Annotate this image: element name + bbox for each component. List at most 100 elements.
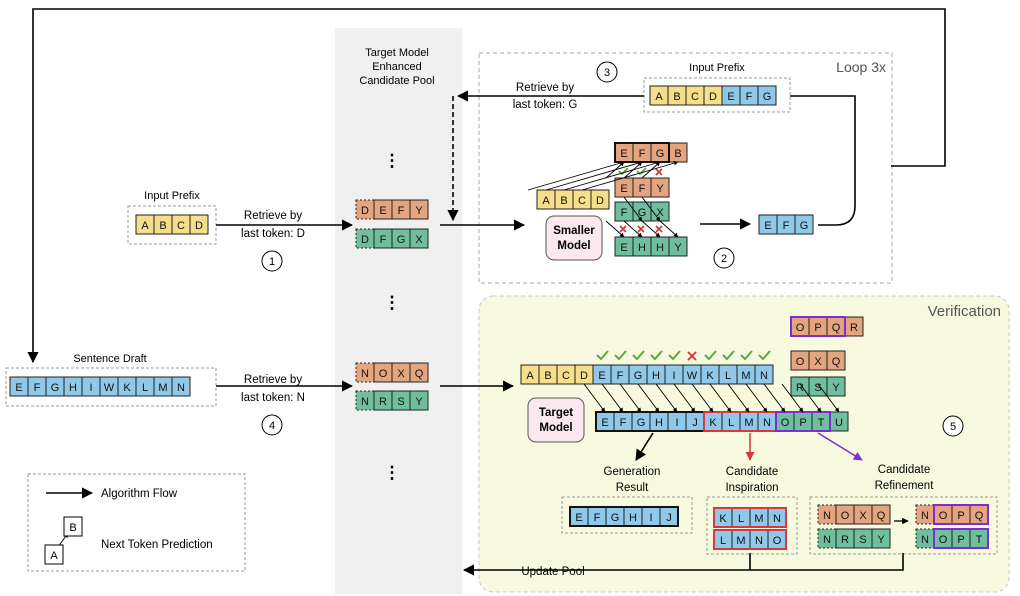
sentence-draft-token: N bbox=[177, 382, 185, 394]
pool-d-row-2-cell bbox=[409, 228, 429, 249]
verify-ntp-link bbox=[799, 383, 822, 413]
refine-after-1-token: Q bbox=[975, 510, 984, 522]
input-prefix-left-label: Input Prefix bbox=[144, 190, 200, 202]
refine-after-1-outline bbox=[933, 504, 989, 525]
inspiration-row-1-outline bbox=[713, 507, 787, 528]
pool-d-row-2-token: X bbox=[415, 234, 423, 246]
pool-d-row-1-cell bbox=[409, 199, 429, 220]
input-prefix-loop-token: D bbox=[709, 91, 717, 103]
refine-before-2-cell bbox=[817, 528, 837, 549]
candidate-stack-1-token: O bbox=[796, 322, 805, 334]
pool-ellipsis-2: ⋮ bbox=[384, 293, 401, 312]
check-icon bbox=[636, 167, 647, 176]
small-result-cell bbox=[794, 214, 814, 235]
inspiration-row-1-token: K bbox=[719, 513, 727, 525]
legend-token-a-text: A bbox=[50, 550, 58, 562]
small-pred-1-token: E bbox=[620, 148, 627, 160]
small-pred-1-token: B bbox=[674, 148, 681, 160]
small-ntp-link-4 bbox=[641, 196, 661, 222]
candidate-stack-3-token: Y bbox=[832, 382, 840, 394]
pool-n-row-2-token: Y bbox=[415, 396, 423, 408]
verify-ntp-link bbox=[601, 383, 624, 413]
input-prefix-loop-token: G bbox=[763, 91, 772, 103]
refine-after-2-outline bbox=[933, 528, 989, 549]
small-context-token: A bbox=[542, 195, 550, 207]
sentence-draft-cell bbox=[171, 376, 191, 397]
refine-before-1-token: Q bbox=[877, 510, 886, 522]
check-icon bbox=[632, 350, 645, 361]
step3-circle bbox=[596, 61, 618, 83]
step-number-circles bbox=[261, 61, 964, 437]
small-pred-4-token: H bbox=[656, 242, 664, 254]
verify-input-token: H bbox=[652, 370, 660, 382]
target-model-line-2: Model bbox=[539, 422, 572, 434]
verify-ntp-link bbox=[619, 383, 642, 413]
generation-result-token: J bbox=[666, 512, 672, 524]
verification-label: Verification bbox=[928, 303, 1001, 320]
small-pred-1-token: F bbox=[639, 148, 646, 160]
refine-before-2-token: S bbox=[859, 534, 866, 546]
update-pool-label: Update Pool bbox=[521, 566, 584, 578]
verify-input-token: I bbox=[672, 370, 675, 382]
pool-title-line-3: Candidate Pool bbox=[359, 75, 434, 87]
small-context-token: D bbox=[596, 195, 604, 207]
smaller-model-line-2: Model bbox=[557, 240, 590, 252]
verify-input-token: K bbox=[706, 370, 714, 382]
small-context-token: C bbox=[578, 195, 586, 207]
inspiration-row-2-token: M bbox=[736, 535, 745, 547]
pool-n-row-1-token: N bbox=[361, 368, 369, 380]
sentence-draft-token: G bbox=[51, 382, 60, 394]
candidate-stack-3-token: S bbox=[814, 382, 821, 394]
small-ntp-link-3 bbox=[641, 161, 661, 179]
verification-marks bbox=[596, 167, 771, 361]
update-pool-connector bbox=[749, 553, 904, 571]
candidate-stack-1-token: P bbox=[814, 322, 821, 334]
verify-ntp-link bbox=[583, 383, 606, 413]
sentence-draft-label: Sentence Draft bbox=[73, 353, 146, 365]
small-result-token: F bbox=[783, 220, 790, 232]
sentence-draft-box bbox=[5, 367, 217, 407]
refine-after-2-token: O bbox=[939, 534, 948, 546]
loop-label: Loop 3x bbox=[836, 59, 886, 75]
sentence-draft-token: H bbox=[69, 382, 77, 394]
pool-d-row-1-token: D bbox=[361, 205, 369, 217]
sentence-draft-token: E bbox=[15, 382, 22, 394]
verify-ntp-link bbox=[709, 383, 732, 413]
verify-input-token: C bbox=[562, 370, 570, 382]
pool-d-row-2-cell bbox=[355, 228, 375, 249]
verify-input-token: L bbox=[725, 370, 731, 382]
target-output-token: K bbox=[709, 417, 717, 429]
pool-d-row-2-token: G bbox=[397, 234, 406, 246]
inspiration-row-2-outline bbox=[713, 529, 787, 550]
step4-line-1: Retrieve by bbox=[244, 374, 302, 386]
verify-ntp-link bbox=[745, 383, 768, 413]
input-prefix-loop-token: F bbox=[746, 91, 753, 103]
step1-line-1: Retrieve by bbox=[244, 210, 302, 222]
loop-connector bbox=[790, 95, 856, 226]
target-output-token: G bbox=[637, 417, 646, 429]
inspiration-row-2-token: L bbox=[720, 535, 726, 547]
legend-token-b bbox=[63, 516, 83, 537]
step3-line-2: last token: G bbox=[513, 99, 578, 111]
sentence-draft-token: W bbox=[104, 382, 115, 394]
small-pred-4-token: Y bbox=[674, 242, 682, 254]
verify-input-token: W bbox=[687, 370, 698, 382]
sentence-draft-token: K bbox=[123, 382, 131, 394]
target-output-token: P bbox=[799, 417, 806, 429]
step5-number: 5 bbox=[950, 421, 956, 433]
refine-after-1-cell bbox=[915, 504, 935, 525]
verify-input-token: D bbox=[580, 370, 588, 382]
inspiration-row-1-token: M bbox=[754, 513, 763, 525]
refine-before-1-cell bbox=[817, 504, 837, 525]
gen-result-line-2: Result bbox=[616, 482, 649, 494]
verify-input-token: F bbox=[617, 370, 624, 382]
candidate-stack-2-token: X bbox=[814, 356, 822, 368]
input-prefix-loop-token: C bbox=[691, 91, 699, 103]
candidate-stack-1-outline bbox=[790, 316, 846, 337]
pool-d-row-1-token: Y bbox=[415, 205, 423, 217]
input-prefix-left-token: B bbox=[159, 220, 166, 232]
check-icon bbox=[704, 350, 717, 361]
verify-ntp-link bbox=[763, 383, 786, 413]
